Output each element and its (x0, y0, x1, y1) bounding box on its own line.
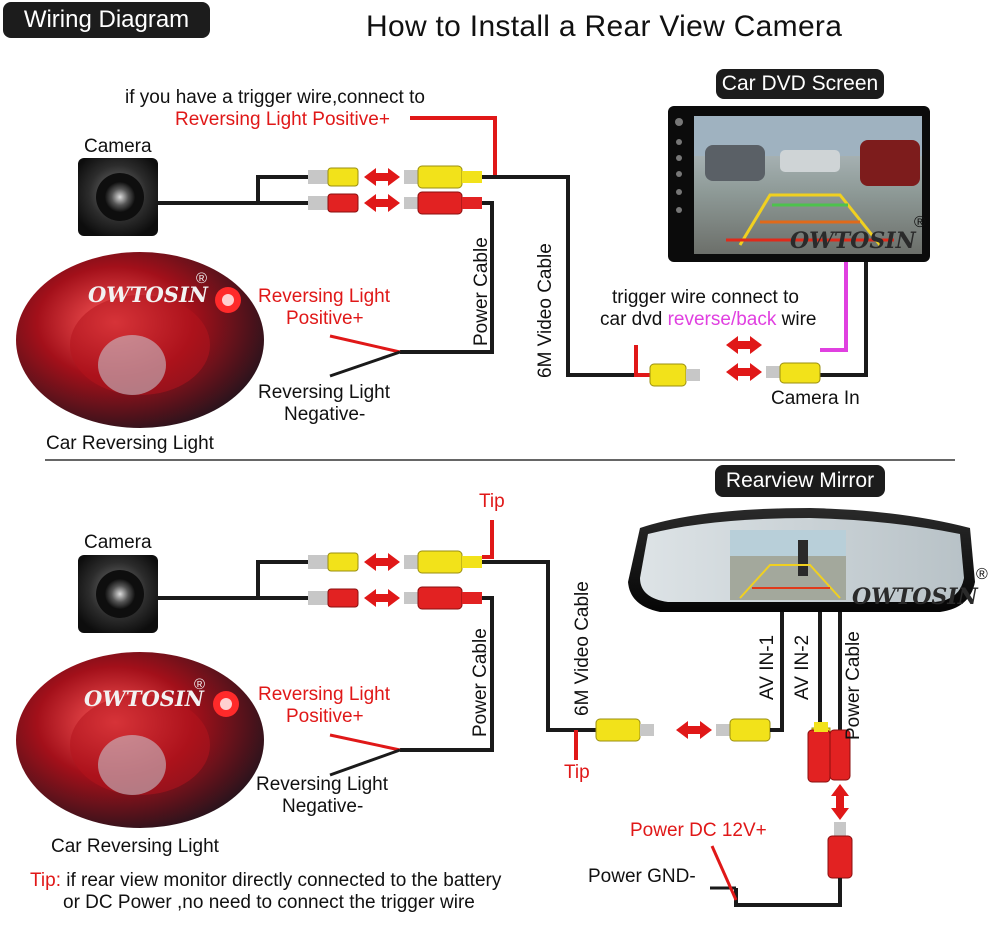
bottom-rev-neg-line1: Reversing Light (256, 774, 389, 795)
bottom-rev-pos-line2: Positive+ (286, 706, 364, 727)
wiring-diagram-badge: Wiring Diagram (3, 2, 210, 38)
bottom-av-in-rca-male (716, 718, 771, 742)
top-power-cable-label: Power Cable (471, 237, 492, 346)
top-rev-pos-line1: Reversing Light (258, 286, 391, 307)
rearview-mirror-badge: Rearview Mirror (715, 465, 885, 497)
tip-note-line1: Tip: if rear view monitor directly conne… (30, 870, 501, 892)
top-camera-icon (78, 158, 158, 236)
bottom-tip-left: Tip (564, 762, 590, 783)
top-video-cable-label: 6M Video Cable (535, 243, 556, 378)
bottom-video-arrow (676, 721, 712, 739)
top-trigger-note-line1: if you have a trigger wire,connect to (125, 87, 425, 108)
bottom-light-brand-logo: OWTOSIN (84, 686, 204, 711)
top-yellow-rca-male (308, 167, 359, 187)
tip-note-prefix: Tip: (30, 870, 61, 891)
top-red-dc-male (308, 193, 359, 213)
av-in-2-label: AV IN-2 (792, 634, 813, 700)
car-dvd-screen-badge: Car DVD Screen (716, 69, 884, 99)
bottom-rev-pos-line1: Reversing Light (258, 684, 391, 705)
mirror-red-dc-female (807, 722, 851, 783)
mirror-brand-logo: OWTOSIN (852, 584, 978, 610)
power-arrow (831, 784, 849, 820)
top-camera-in-label: Camera In (771, 388, 860, 409)
top-trigger-note-line2: Reversing Light Positive+ (175, 109, 390, 130)
top-arrow-red (364, 194, 400, 212)
bottom-arrow-yellow (364, 553, 400, 571)
bottom-camera-label: Camera (84, 532, 152, 553)
bottom-tip-top: Tip (479, 491, 505, 512)
page-title: How to Install a Rear View Camera (366, 10, 843, 43)
power-gnd-label: Power GND- (588, 866, 696, 887)
mirror-power-cable-label: Power Cable (843, 631, 864, 740)
top-car-light-label: Car Reversing Light (46, 433, 214, 454)
tip-note-line2: or DC Power ,no need to connect the trig… (63, 892, 475, 913)
top-dvd-registered-mark: ® (914, 214, 926, 231)
top-trigger-dvd-line2: car dvd reverse/back wire (600, 309, 817, 331)
bottom-light-registered-mark: ® (194, 676, 206, 693)
top-dvd-brand-logo: OWTOSIN (790, 228, 916, 254)
bottom-reversing-light-icon (16, 652, 264, 828)
tip-note-text1: if rear view monitor directly connected … (60, 870, 502, 891)
top-rev-pos-line2: Positive+ (286, 308, 364, 329)
bottom-yellow-rca-male (308, 552, 359, 572)
top-light-brand-logo: OWTOSIN (88, 282, 208, 307)
av-in-1-label: AV IN-1 (757, 634, 778, 700)
power-dc-label: Power DC 12V+ (630, 820, 767, 841)
bottom-arrow-red (364, 589, 400, 607)
power-dc-male (827, 822, 853, 879)
bottom-yellow-rca-female (404, 550, 482, 574)
bottom-red-dc-male (308, 588, 359, 608)
top-camera-in-arrow (726, 363, 762, 381)
top-reversing-light-icon (16, 252, 264, 428)
top-video-rca-female (649, 363, 700, 387)
top-trigger-dvd-colored: reverse/back (667, 309, 777, 330)
top-camera-label: Camera (84, 136, 152, 157)
top-rev-neg-line2: Negative- (284, 404, 366, 425)
bottom-power-cable-label: Power Cable (470, 628, 491, 737)
top-yellow-rca-female (404, 165, 482, 189)
bottom-car-light-label: Car Reversing Light (51, 836, 219, 857)
mirror-registered-mark: ® (976, 566, 988, 583)
top-trigger-dvd-post: wire (776, 309, 817, 330)
top-light-registered-mark: ® (196, 270, 208, 287)
top-camera-in-rca-male (766, 362, 821, 384)
top-trigger-dvd-line1: trigger wire connect to (612, 287, 799, 308)
car-dvd-screen-icon (668, 106, 930, 262)
top-trigger-arrow (726, 336, 762, 354)
bottom-camera-icon (78, 555, 158, 633)
bottom-video-cable-label: 6M Video Cable (572, 581, 593, 716)
top-trigger-dvd-pre: car dvd (600, 309, 668, 330)
bottom-red-dc-female (404, 586, 482, 610)
bottom-video-rca-female (595, 718, 654, 742)
bottom-rev-neg-line2: Negative- (282, 796, 364, 817)
rearview-mirror-icon (628, 508, 975, 612)
top-rev-neg-line1: Reversing Light (258, 382, 391, 403)
top-red-dc-female (404, 191, 482, 215)
top-arrow-yellow (364, 168, 400, 186)
